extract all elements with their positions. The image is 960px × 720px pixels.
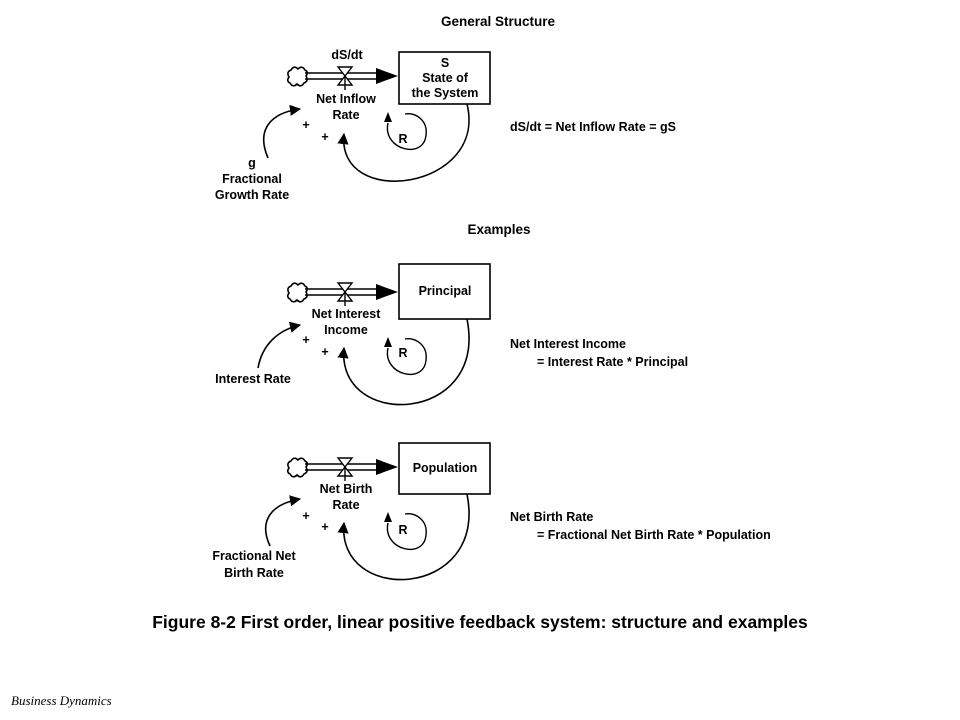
general-structure-title: General Structure xyxy=(441,14,556,29)
feedback-link xyxy=(337,103,470,182)
loop-circle xyxy=(386,113,427,151)
aux-label: Interest Rate xyxy=(215,372,291,386)
loop-circle xyxy=(386,338,427,376)
aux-label-line-2: Birth Rate xyxy=(224,566,284,580)
general-structure: General Structure dS/dt S State of the S… xyxy=(215,14,676,202)
valve-icon xyxy=(336,282,354,306)
stock-label-line-1: S xyxy=(441,56,449,70)
rate-label-line-1: Net Inflow xyxy=(316,92,376,106)
loop-circle xyxy=(386,513,427,551)
valve-icon xyxy=(336,457,354,481)
examples-title: Examples xyxy=(467,222,530,237)
source-cloud-icon xyxy=(286,457,309,478)
inflow-pipe xyxy=(305,284,398,300)
link-polarity-plus: + xyxy=(302,118,309,132)
rate-label-line-1: Net Interest xyxy=(312,307,382,321)
aux-label-line-1: Fractional Net xyxy=(212,549,296,563)
principal-example: Principal Net Interest Income + + R Inte… xyxy=(215,263,688,406)
rate-label-line-1: Net Birth xyxy=(320,482,373,496)
stock-box xyxy=(398,51,491,105)
source-cloud-icon xyxy=(286,282,309,303)
growth-rate-link xyxy=(263,104,302,159)
stock-label: Population xyxy=(413,461,478,475)
inflow-pipe xyxy=(305,459,398,475)
equation-line-1: Net Interest Income xyxy=(510,337,626,351)
feedback-link xyxy=(337,318,470,406)
rate-label-line-2: Rate xyxy=(332,108,359,122)
loop-label-R: R xyxy=(398,346,407,360)
aux-label-line-3: Growth Rate xyxy=(215,188,289,202)
feedback-polarity-plus: + xyxy=(321,345,328,359)
rate-label-line-2: Rate xyxy=(332,498,359,512)
stock-box xyxy=(398,442,491,495)
rate-label-line-2: Income xyxy=(324,323,368,337)
loop-label-R: R xyxy=(398,523,407,537)
aux-label-line-2: Fractional xyxy=(222,172,282,186)
stock-label: Principal xyxy=(419,284,472,298)
stock-box xyxy=(398,263,491,320)
figure-caption: Figure 8-2 First order, linear positive … xyxy=(152,612,808,632)
aux-label-line-1: g xyxy=(248,156,256,170)
stock-label-line-3: the System xyxy=(412,86,479,100)
footer-book-title: Business Dynamics xyxy=(11,693,112,708)
interest-rate-link xyxy=(257,321,302,369)
link-polarity-plus: + xyxy=(302,509,309,523)
general-equation: dS/dt = Net Inflow Rate = gS xyxy=(510,120,676,134)
link-polarity-plus: + xyxy=(302,333,309,347)
equation-line-2: = Interest Rate * Principal xyxy=(537,355,688,369)
equation-line-2: = Fractional Net Birth Rate * Population xyxy=(537,528,771,542)
source-cloud-icon xyxy=(286,66,309,87)
feedback-polarity-plus: + xyxy=(321,520,328,534)
loop-label-R: R xyxy=(398,132,407,146)
population-example: Population Net Birth Rate + + R Fraction… xyxy=(212,442,771,581)
inflow-pipe xyxy=(305,68,398,84)
feedback-link xyxy=(337,493,470,581)
birth-rate-link xyxy=(264,495,302,547)
flow-label: dS/dt xyxy=(331,48,363,62)
equation-line-1: Net Birth Rate xyxy=(510,510,593,524)
stock-label-line-2: State of xyxy=(422,71,469,85)
feedback-polarity-plus: + xyxy=(321,130,328,144)
valve-icon xyxy=(336,66,354,90)
